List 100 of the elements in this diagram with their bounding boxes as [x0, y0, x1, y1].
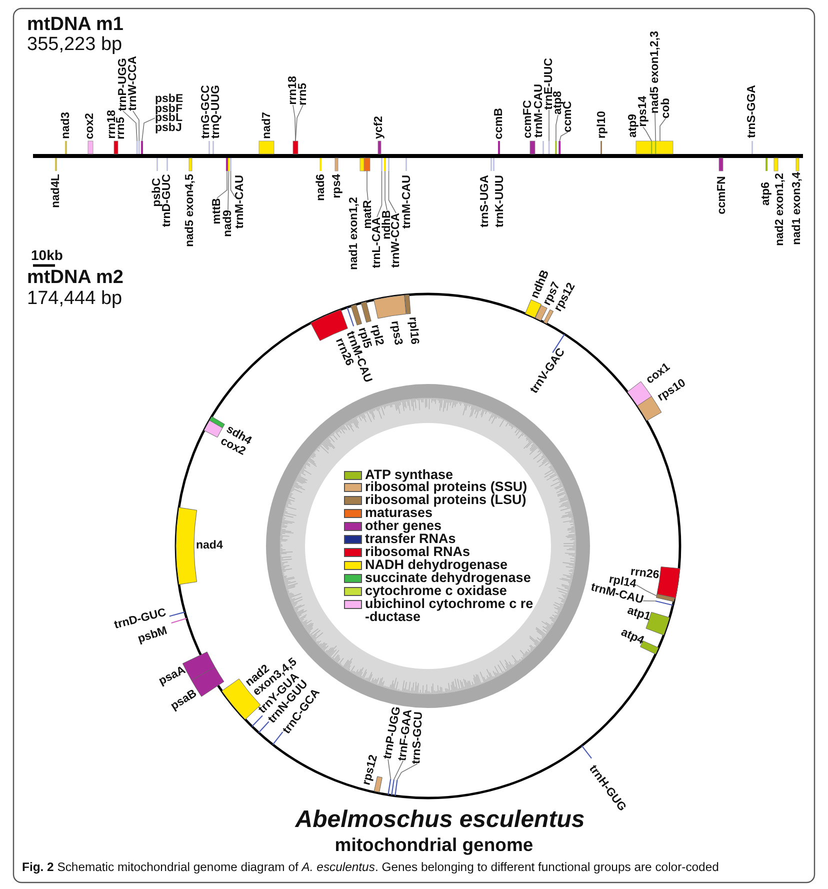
gene-label: trnM-CAU [534, 84, 544, 138]
gene-label: trnL-CAA [372, 217, 382, 268]
genome-subtitle: mitochondrial genome [334, 835, 534, 855]
gene-block [334, 158, 338, 172]
gene-block [114, 140, 118, 154]
gene-label: trnW-CCA [391, 213, 401, 268]
gene-label: nad2 exon1,2 [775, 173, 785, 246]
scale-label: 10kb [31, 248, 63, 263]
legend-label: cytochrome c oxidase [365, 585, 507, 598]
leader-line [292, 104, 296, 142]
gene-label: psbC [152, 178, 162, 207]
gene-label: ccmB [494, 108, 504, 139]
leader-line [295, 104, 304, 142]
leader-line [122, 110, 138, 142]
leader-line [642, 126, 652, 142]
map-title: mtDNA m1 [27, 15, 124, 35]
gene-block [360, 301, 372, 323]
gene-label: nad4 [196, 540, 223, 552]
legend-label: transfer RNAs [365, 533, 457, 546]
gene-tick [171, 618, 187, 624]
gene-block [558, 141, 561, 154]
gene-label: nad6 [316, 174, 326, 201]
gene-label: nad3 [61, 112, 71, 139]
gene-label: psbE psbF psbL psbJ [155, 95, 184, 134]
gene-block [525, 299, 542, 318]
gene-block [258, 140, 274, 154]
gene-label: ycf2 [374, 116, 384, 139]
gene-label: rps14 [638, 96, 648, 127]
gene-label: trnP-UGG [118, 58, 128, 111]
species-name: Abelmoschus esculentus [295, 807, 585, 833]
gene-tick [346, 307, 354, 326]
gene-label: trnE-UUC [544, 58, 554, 110]
gene-block [364, 158, 370, 172]
genome-size-label: 355,223 bp [27, 35, 122, 55]
gene-label: nad1 exon3,4 [792, 172, 802, 245]
leader-line [388, 758, 392, 780]
leader-line [230, 170, 236, 198]
gene-label: nad5 exon1,2,3 [650, 30, 660, 113]
gene-label: rrn5 [116, 116, 126, 139]
leader-line [642, 600, 656, 602]
gene-label: ccmFC [523, 100, 533, 138]
gene-tick [581, 745, 592, 759]
gene-label: ccmC [563, 100, 573, 132]
gene-label: trnW-CCA [128, 56, 138, 111]
gene-label: rps3 [388, 320, 403, 346]
leader-line [132, 110, 140, 142]
gene-label: cob [661, 98, 671, 118]
legend-label: ATP synthase [365, 468, 454, 482]
gene-label: ndhB [382, 210, 392, 240]
gene-block [292, 140, 298, 154]
gene-label: atp9 [628, 114, 638, 138]
leader-line [366, 170, 368, 200]
leader-line [376, 170, 382, 218]
gene-label: trnQ-UUG [211, 85, 221, 139]
legend-label: succinate dehydrogenase [365, 572, 532, 586]
gene-label: trnK-UUU [495, 175, 505, 228]
gene-tick [258, 721, 270, 734]
gene-label: nad5 exon4,5 [185, 174, 195, 247]
gene-label: trnS-GCU [412, 711, 426, 764]
gene-label: nad1 exon1,2 [349, 197, 359, 270]
gene-label: rrn5 [298, 82, 308, 105]
gene-label: matR [363, 200, 373, 229]
gene-label: rpl10 [597, 110, 607, 138]
legend-label: ribosomal proteins (SSU) [365, 481, 528, 494]
gene-label: trnG-GCC [201, 85, 211, 139]
gene-block [543, 309, 554, 324]
gene-label: rrn18 [288, 76, 298, 105]
gene-label: atp4 [618, 626, 645, 647]
leader-line [384, 170, 388, 210]
gene-block [774, 158, 778, 172]
legend-label: maturases [365, 507, 434, 520]
legend-label: ubichinol cytochrome c re -ductase [365, 598, 534, 624]
gene-label: atp8 [553, 91, 563, 115]
gene-label: trnM-CAU [402, 175, 412, 229]
legend-label: ribosomal RNAs [365, 546, 470, 560]
gene-block [656, 594, 675, 602]
gene-block [404, 294, 411, 314]
gene-label: rpl16 [406, 316, 420, 344]
gene-label: trnS-GGA [747, 84, 757, 138]
gene-label: nad9 [223, 210, 233, 237]
gene-block [636, 140, 674, 154]
gene-label: rrn18 [107, 110, 117, 139]
gene-label: trnS-UGA [480, 175, 490, 228]
leader-line [142, 118, 156, 142]
legend-label: other genes [365, 520, 443, 534]
leader-line [388, 170, 396, 214]
gene-label: trnD-GUC [162, 174, 172, 228]
gene-label: nad4L [51, 174, 61, 208]
genome-size-label: 174,444 bp [27, 289, 122, 309]
leader-line [394, 760, 404, 780]
gene-block [535, 305, 548, 321]
leader-line [228, 170, 230, 210]
gene-block [530, 140, 536, 154]
gene-tick [394, 780, 398, 796]
gene-label: rps12 [361, 754, 380, 787]
gene-label: cox2 [85, 112, 95, 139]
leader-line [556, 114, 558, 142]
gene-block [176, 507, 197, 585]
gene-label: atp1 [626, 605, 652, 623]
gene-label: trnM-CAU [235, 175, 245, 229]
